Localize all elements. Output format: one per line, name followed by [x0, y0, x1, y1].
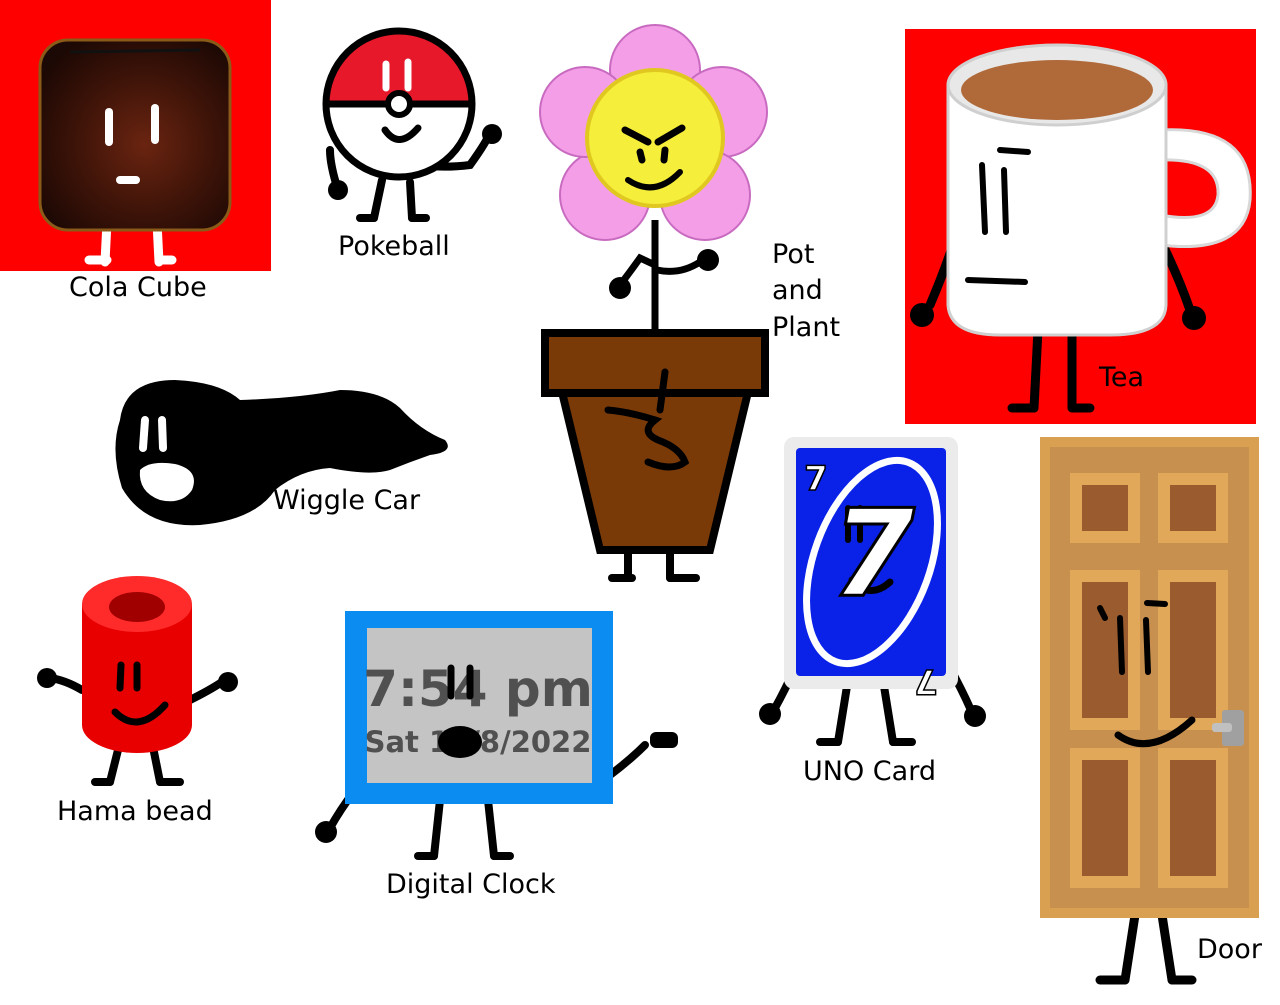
wiggle-car-body: [115, 380, 448, 526]
digital-clock-character: 7:54 pm Sat 10/8/2022: [315, 611, 678, 860]
uno-card-character: [759, 437, 986, 746]
pot-body: [556, 388, 754, 554]
digital-clock-screen: [367, 628, 592, 783]
clock-time-text: 7:54 pm: [363, 660, 593, 718]
pot-and-plant-label-line2: and: [772, 275, 823, 306]
digital-clock-label: Digital Clock: [386, 869, 556, 900]
cola-cube-body: [38, 38, 232, 232]
uno-card-corner-number-flipped: 7: [914, 661, 938, 701]
uno-card-label: UNO Card: [803, 756, 936, 787]
pot-and-plant-label-line3: Plant: [772, 312, 841, 343]
hama-bead-character: [37, 576, 238, 786]
cola-cube-character: [0, 0, 271, 271]
pot-and-plant-character: [539, 24, 769, 582]
pot-rim: [541, 329, 769, 397]
tea-liquid: [961, 60, 1153, 120]
flower-face: [585, 68, 725, 208]
uno-card-corner-number: 7: [804, 459, 828, 499]
pokeball-label: Pokeball: [338, 231, 450, 262]
pot-and-plant-label-line1: Pot: [772, 239, 815, 270]
door-knob: [1222, 710, 1244, 746]
hama-bead-label: Hama bead: [57, 796, 213, 827]
wiggle-car-label: Wiggle Car: [273, 485, 421, 516]
cola-cube-label: Cola Cube: [69, 272, 207, 303]
door-character: [1040, 437, 1259, 985]
uno-card-center-number: 7: [831, 485, 915, 624]
wiggle-car-character: [115, 380, 448, 526]
pokeball-character: [322, 27, 502, 222]
tea-character: [905, 29, 1256, 424]
door-label: Door: [1197, 934, 1262, 965]
tea-label: Tea: [1099, 362, 1145, 393]
